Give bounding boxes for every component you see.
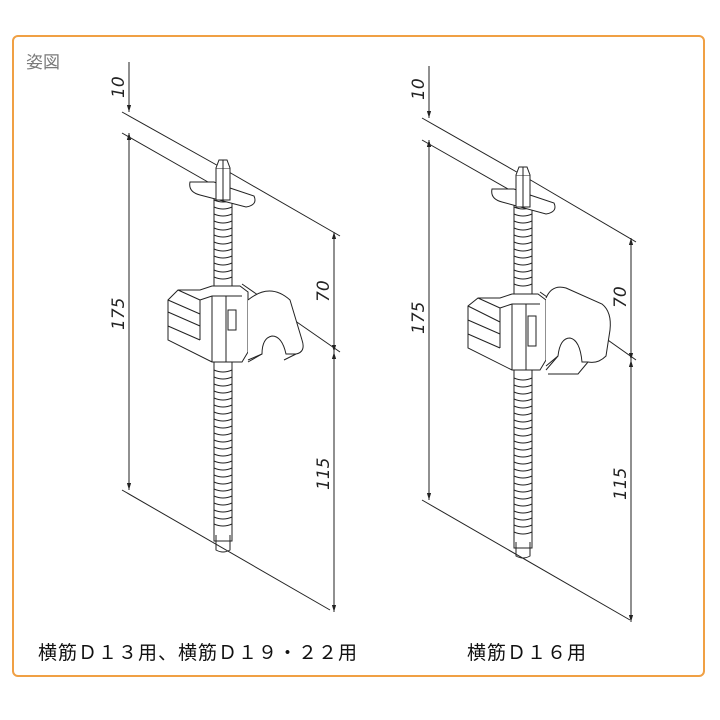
figure-left <box>121 62 341 612</box>
threaded-rod <box>513 202 533 559</box>
rebar-clip <box>467 286 611 375</box>
dim-label-upper-left: 70 <box>314 280 334 302</box>
dim-label-lower-right: 115 <box>611 468 631 500</box>
wing-nut <box>189 159 256 208</box>
extension-line <box>421 117 523 176</box>
figure-right <box>421 66 637 622</box>
dim-label-lower-left: 115 <box>314 458 334 490</box>
extension-line <box>521 174 637 243</box>
wing-nut <box>491 166 556 215</box>
extension-line <box>221 167 341 237</box>
caption-right: 横筋Ｄ１６用 <box>467 642 588 664</box>
dim-label-top-right: 10 <box>409 78 429 100</box>
dim-label-total-right: 175 <box>409 302 429 334</box>
figure-title: 姿図 <box>26 53 60 73</box>
extension-line <box>421 499 631 621</box>
figure-frame <box>12 35 705 677</box>
extension-line <box>421 139 523 198</box>
dim-label-total-left: 175 <box>109 298 129 330</box>
caption-left: 横筋Ｄ１３用、横筋Ｄ１９・２２用 <box>38 642 359 664</box>
extension-line <box>121 111 223 169</box>
dim-label-top-left: 10 <box>109 76 129 98</box>
rebar-clip <box>167 285 304 363</box>
dim-label-upper-right: 70 <box>611 286 631 308</box>
extension-line <box>121 489 331 611</box>
extension-line <box>121 132 223 191</box>
threaded-rod <box>213 195 233 553</box>
